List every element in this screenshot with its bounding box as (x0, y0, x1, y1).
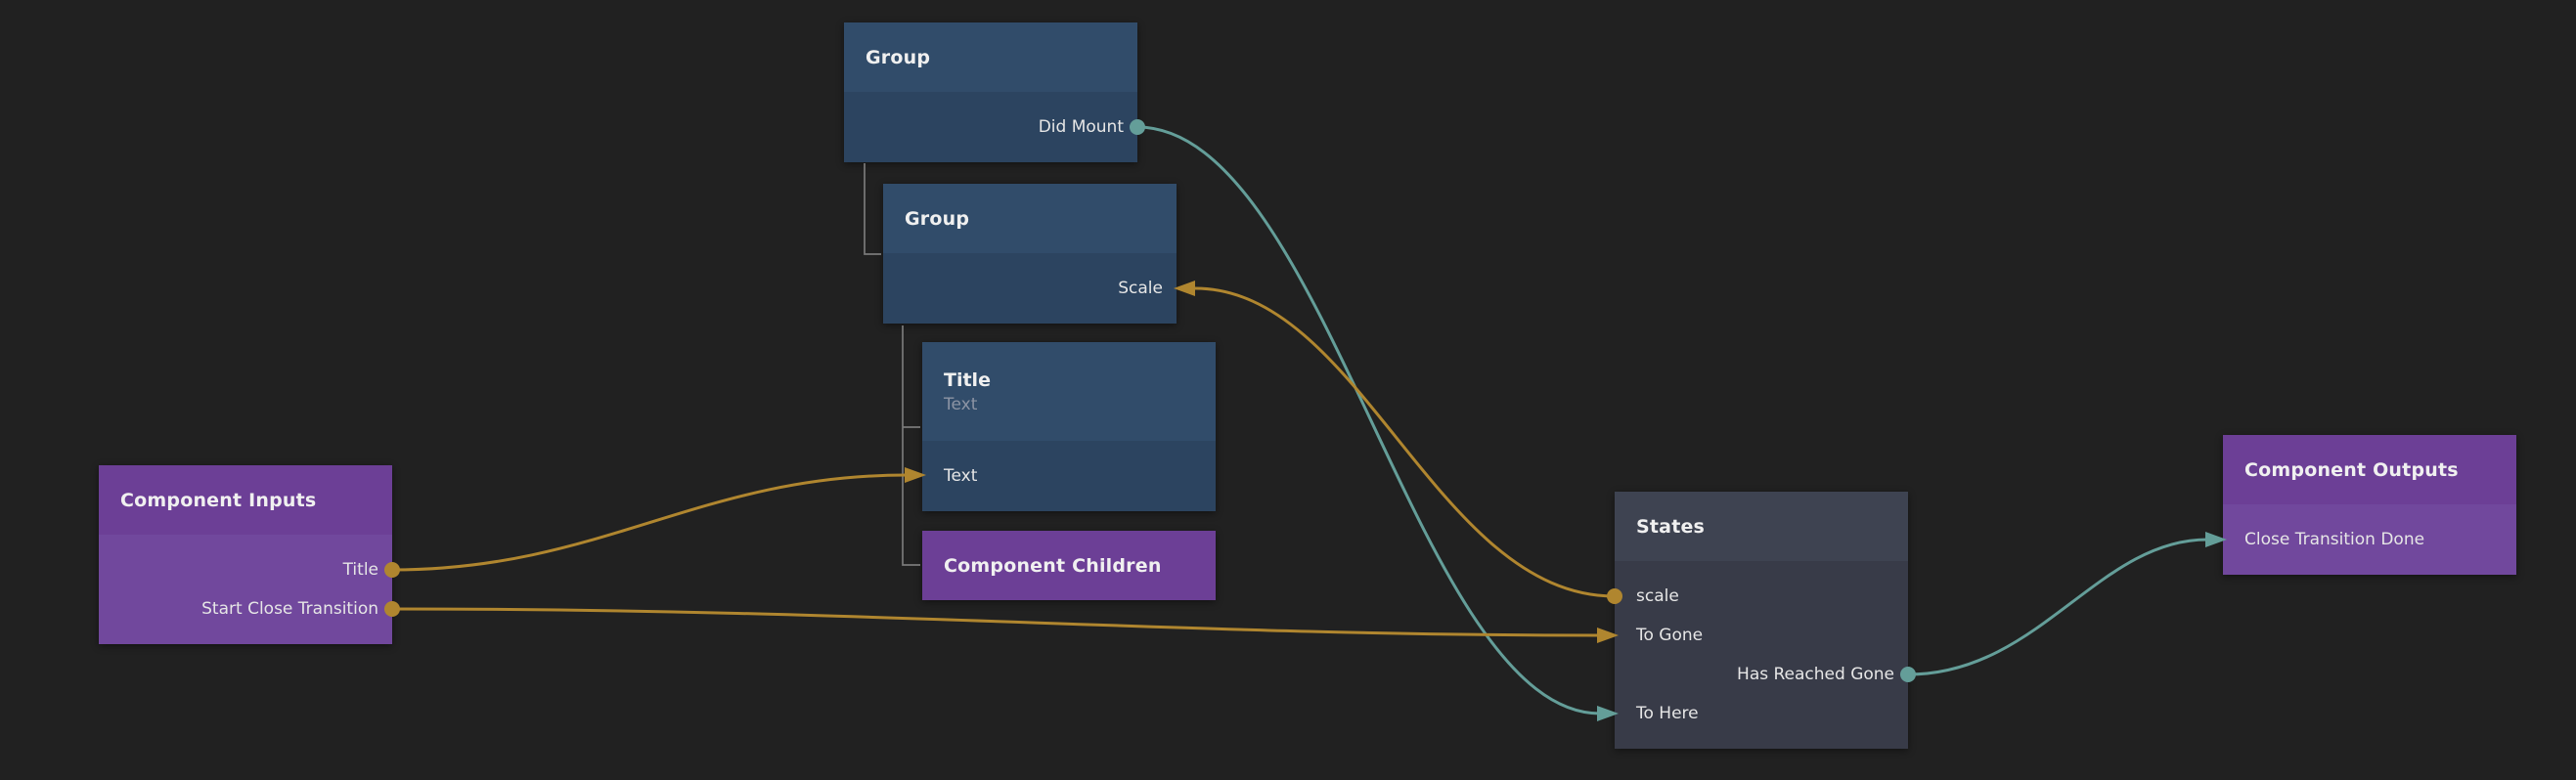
port-label: Text (944, 466, 978, 486)
node-group-inner[interactable]: Group Scale (883, 184, 1177, 324)
hierarchy-line-group-to-children (902, 325, 920, 566)
node-title-label: Title (944, 368, 991, 391)
output-row-did-mount[interactable]: Did Mount (844, 108, 1137, 147)
node-title: Component Inputs (99, 465, 392, 535)
node-title-label: Component Children (944, 554, 1162, 577)
node-group-outer[interactable]: Group Did Mount (844, 22, 1137, 162)
wire-has-reached-gone-to-close-transition-done[interactable] (1907, 538, 2208, 676)
node-component-children[interactable]: Component Children (922, 531, 1216, 600)
node-title: Group (883, 184, 1177, 253)
wire-scale-state-to-scale[interactable] (1194, 286, 1616, 598)
port-label: Title (342, 560, 378, 580)
port-label: To Gone (1636, 626, 1704, 645)
wire-title-to-text[interactable] (391, 473, 908, 572)
port-label: Scale (1118, 279, 1163, 298)
output-row-has-reached-gone[interactable]: Has Reached Gone (1615, 655, 1908, 694)
wire-start-close-transition-to-gone[interactable] (391, 607, 1599, 637)
node-title-label: Component Inputs (120, 489, 317, 511)
input-row-to-gone[interactable]: To Gone (1615, 616, 1908, 655)
port-label: Has Reached Gone (1737, 665, 1894, 684)
node-component-inputs[interactable]: Component Inputs Title Start Close Trans… (99, 465, 392, 644)
node-title: Component Children (922, 531, 1216, 600)
node-title-label: States (1636, 515, 1706, 538)
port-label: Did Mount (1038, 117, 1124, 137)
input-row-scale[interactable]: Scale (883, 269, 1177, 308)
output-row-title[interactable]: Title (99, 550, 392, 589)
node-title-text[interactable]: Title Text Text (922, 342, 1216, 511)
node-subtitle-label: Text (944, 394, 978, 414)
node-title: States (1615, 492, 1908, 561)
input-row-close-transition-done[interactable]: Close Transition Done (2223, 520, 2516, 559)
arrow-scale[interactable] (1174, 281, 1195, 296)
port-label: Start Close Transition (201, 599, 378, 619)
output-row-start-close-transition[interactable]: Start Close Transition (99, 589, 392, 628)
port-label: scale (1636, 586, 1679, 606)
node-states[interactable]: States scale To Gone Has Reached Gone To… (1615, 492, 1908, 749)
node-title-label: Group (905, 207, 970, 230)
node-title: Component Outputs (2223, 435, 2516, 504)
port-label: To Here (1636, 704, 1699, 723)
port-label: Close Transition Done (2244, 530, 2425, 549)
node-title-label: Component Outputs (2244, 458, 2459, 481)
node-title-label: Group (866, 46, 931, 68)
node-title: Title Text (922, 342, 1216, 441)
node-component-outputs[interactable]: Component Outputs Close Transition Done (2223, 435, 2516, 575)
input-row-to-here[interactable]: To Here (1615, 694, 1908, 733)
node-title: Group (844, 22, 1137, 92)
input-row-scale-state[interactable]: scale (1615, 577, 1908, 616)
hierarchy-line-group-to-group (864, 163, 881, 255)
input-row-text[interactable]: Text (922, 456, 1216, 496)
